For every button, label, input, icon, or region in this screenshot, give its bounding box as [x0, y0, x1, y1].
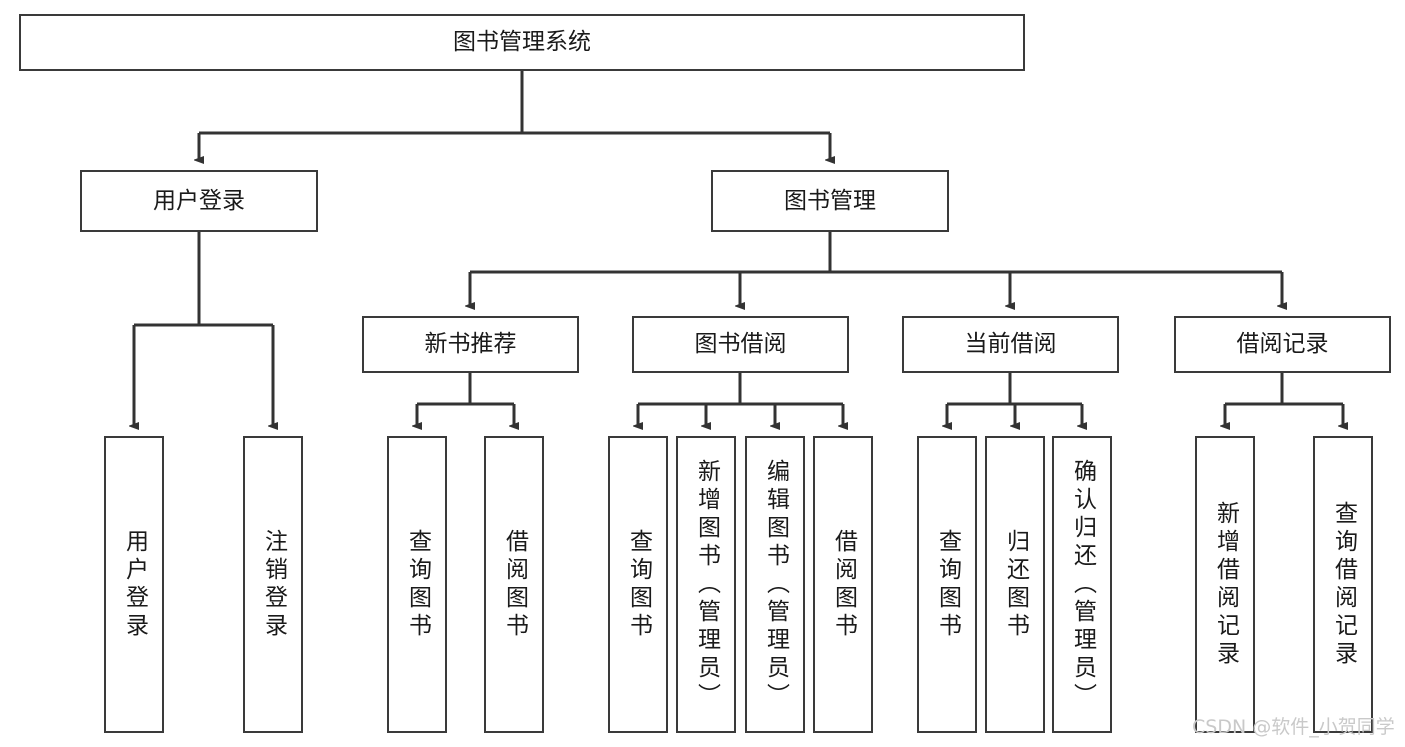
leaf-borrow-book-1[interactable]: 借阅图书 — [484, 436, 544, 733]
leaf-confirm-return[interactable]: 确认归还（管理员） — [1052, 436, 1112, 733]
leaf-add-book-label: 新增图书（管理员） — [693, 458, 720, 711]
node-user-login[interactable]: 用户登录 — [80, 170, 318, 232]
leaf-query-record-label: 查询借阅记录 — [1330, 500, 1357, 669]
leaf-add-record[interactable]: 新增借阅记录 — [1195, 436, 1255, 733]
node-root[interactable]: 图书管理系统 — [19, 14, 1025, 71]
leaf-borrow-book-2-label: 借阅图书 — [830, 528, 857, 641]
node-new-book-recommend-label: 新书推荐 — [424, 331, 517, 358]
leaf-edit-book[interactable]: 编辑图书（管理员） — [745, 436, 805, 733]
node-borrow-record[interactable]: 借阅记录 — [1174, 316, 1391, 373]
leaf-user-login[interactable]: 用户登录 — [104, 436, 164, 733]
leaf-borrow-book-2[interactable]: 借阅图书 — [813, 436, 873, 733]
leaf-return-book[interactable]: 归还图书 — [985, 436, 1045, 733]
node-book-borrow[interactable]: 图书借阅 — [632, 316, 849, 373]
node-book-borrow-label: 图书借阅 — [694, 331, 787, 358]
leaf-query-book-3[interactable]: 查询图书 — [917, 436, 977, 733]
node-current-borrow[interactable]: 当前借阅 — [902, 316, 1119, 373]
node-user-login-label: 用户登录 — [153, 187, 245, 214]
node-root-label: 图书管理系统 — [453, 29, 591, 56]
leaf-return-book-label: 归还图书 — [1002, 528, 1029, 641]
leaf-borrow-book-1-label: 借阅图书 — [501, 528, 528, 641]
node-new-book-recommend[interactable]: 新书推荐 — [362, 316, 579, 373]
leaf-edit-book-label: 编辑图书（管理员） — [762, 458, 789, 711]
csdn-watermark: CSDN @软件_小贺同学 — [1192, 716, 1395, 738]
leaf-query-book-2[interactable]: 查询图书 — [608, 436, 668, 733]
leaf-add-book[interactable]: 新增图书（管理员） — [676, 436, 736, 733]
leaf-query-book-3-label: 查询图书 — [934, 528, 961, 641]
node-book-manage[interactable]: 图书管理 — [711, 170, 949, 232]
node-current-borrow-label: 当前借阅 — [964, 331, 1057, 358]
leaf-confirm-return-label: 确认归还（管理员） — [1069, 458, 1096, 711]
leaf-logout[interactable]: 注销登录 — [243, 436, 303, 733]
leaf-query-book-1[interactable]: 查询图书 — [387, 436, 447, 733]
leaf-user-login-label: 用户登录 — [121, 528, 148, 641]
leaf-query-record[interactable]: 查询借阅记录 — [1313, 436, 1373, 733]
node-borrow-record-label: 借阅记录 — [1236, 331, 1329, 358]
leaf-add-record-label: 新增借阅记录 — [1212, 500, 1239, 669]
leaf-query-book-1-label: 查询图书 — [404, 528, 431, 641]
node-book-manage-label: 图书管理 — [784, 187, 876, 214]
leaf-logout-label: 注销登录 — [260, 528, 287, 641]
leaf-query-book-2-label: 查询图书 — [625, 528, 652, 641]
